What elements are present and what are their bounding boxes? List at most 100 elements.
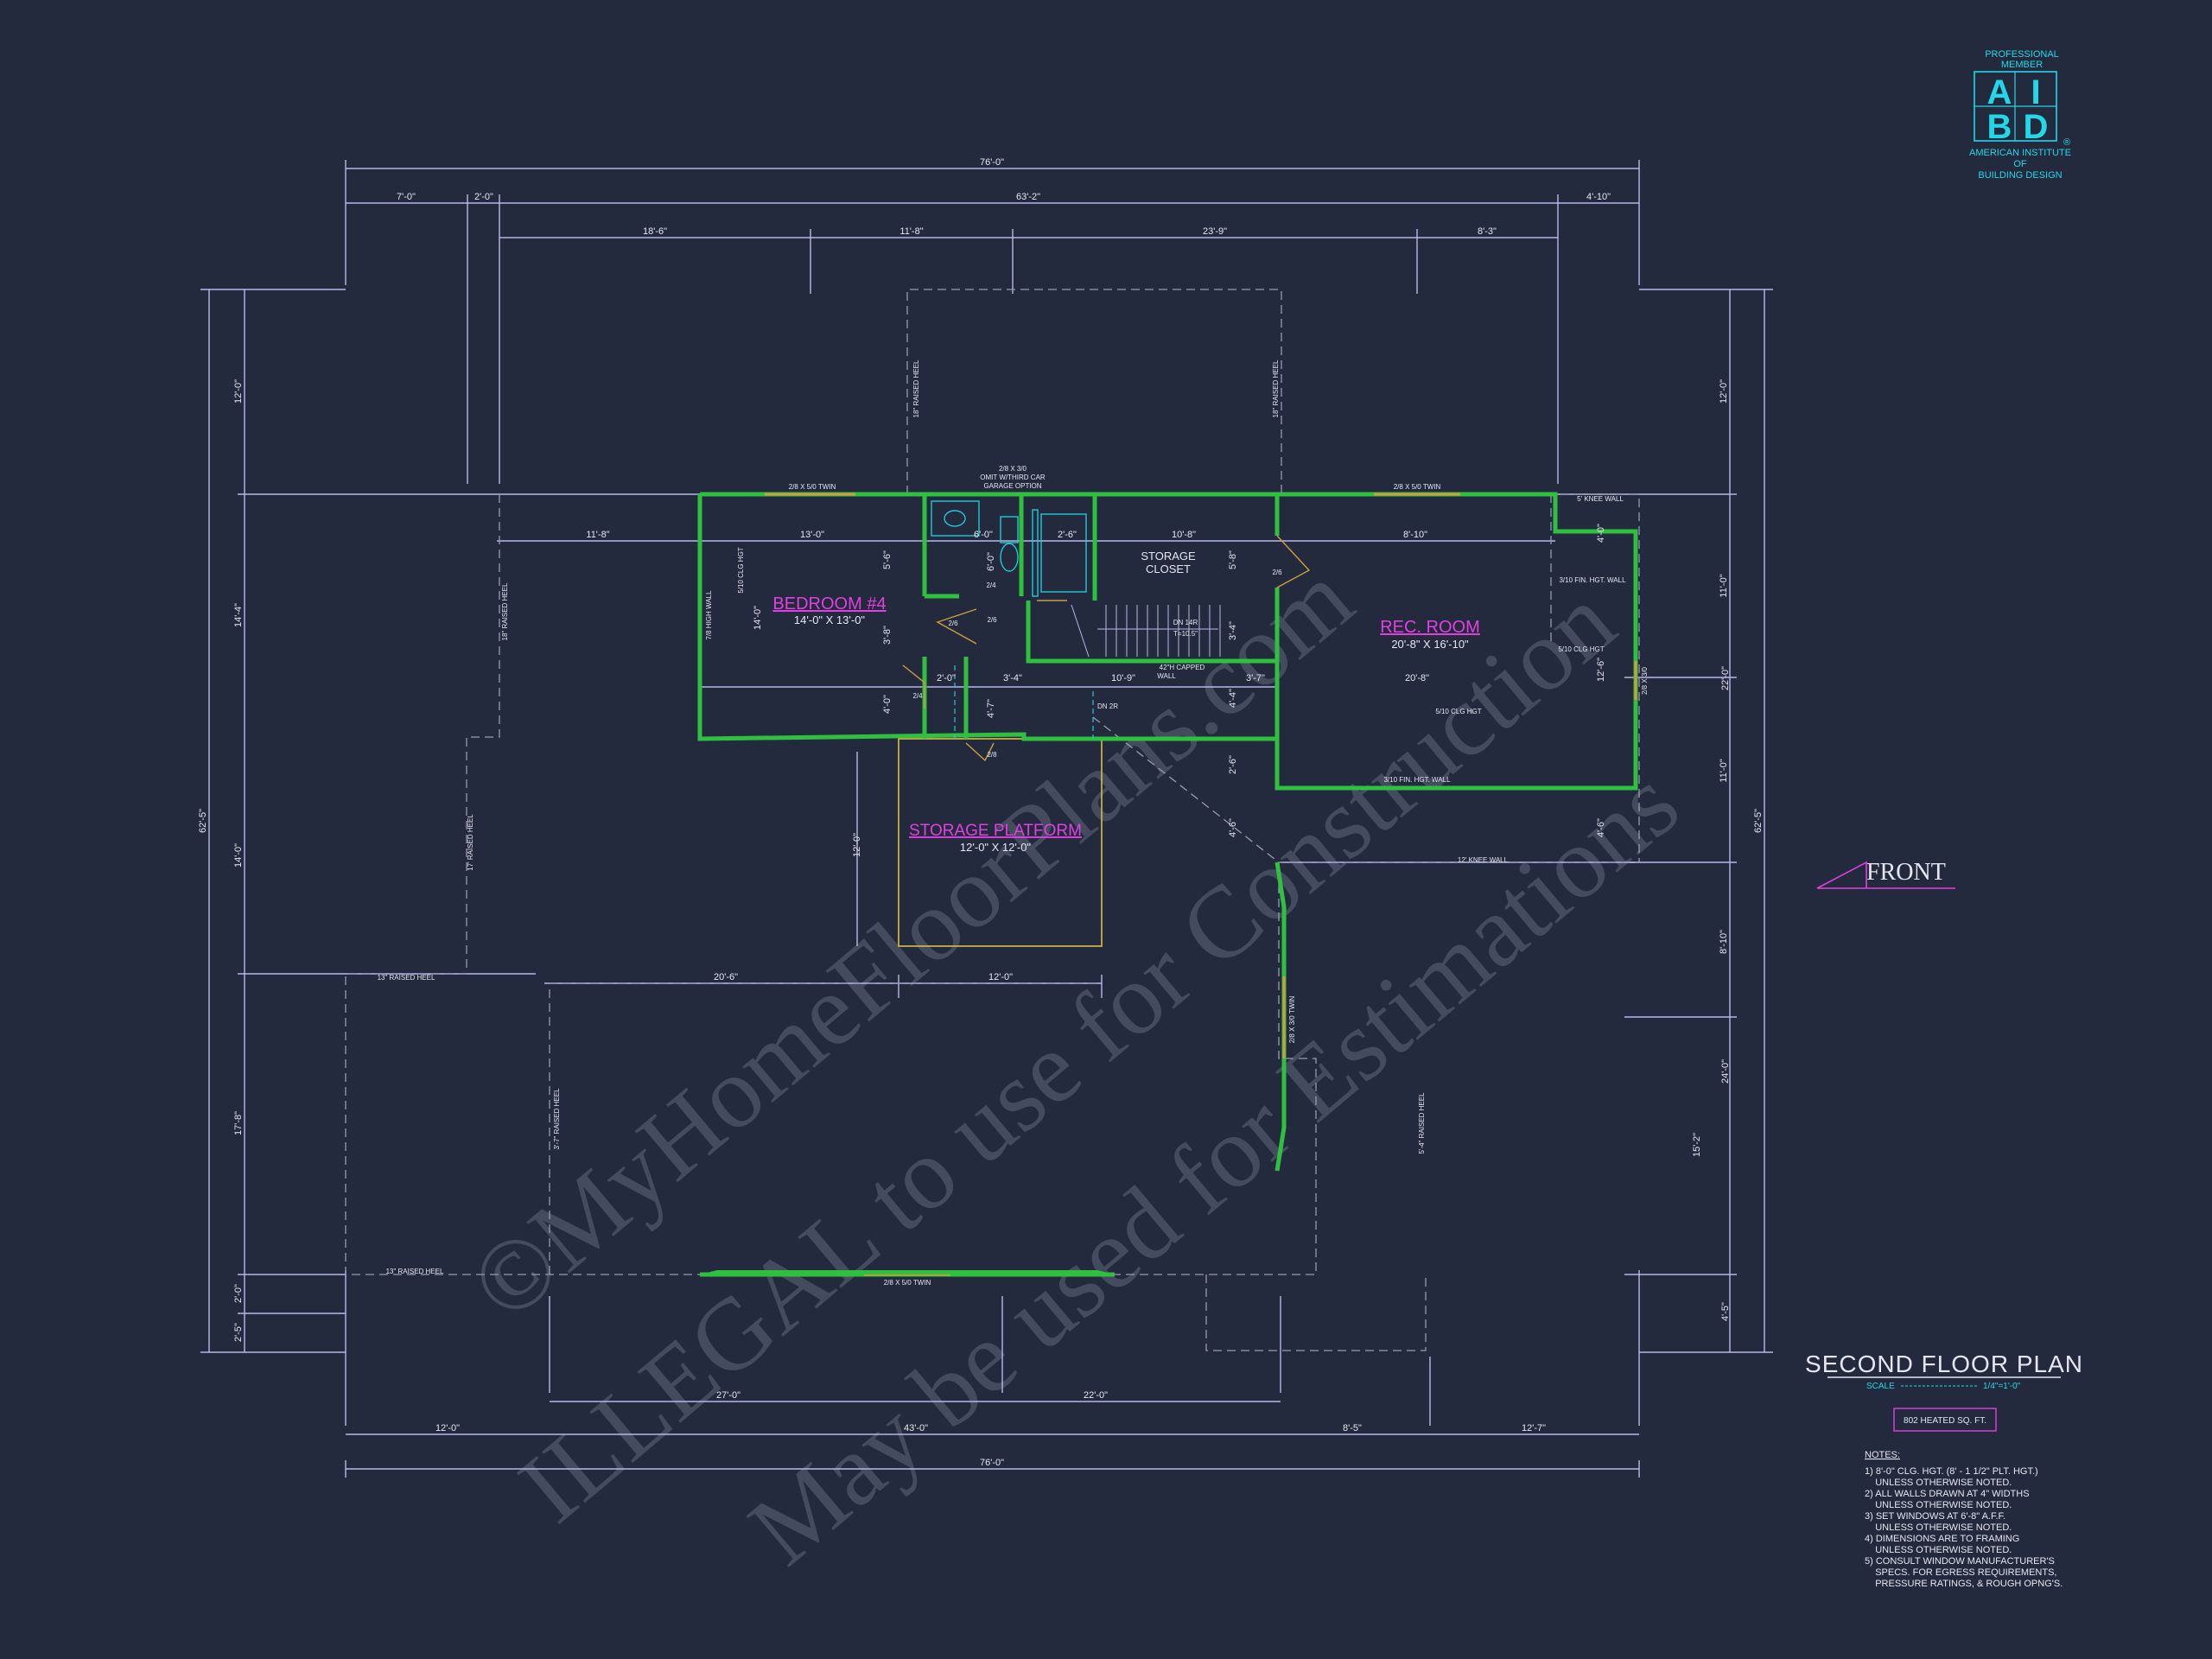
dim-left-f: 2'-5" [233,1323,244,1342]
door-swings [902,535,1311,762]
logo-letter-b: B [1987,108,2012,146]
scale-label: SCALE [1866,1382,1895,1391]
notes-line-10: SPECS. FOR EGRESS REQUIREMENTS, [1865,1567,2056,1578]
logo-letter-a: A [1987,73,2012,111]
raised-heel-vert: 3'-7" RAISED HEEL [553,1088,561,1150]
attic-lines [954,665,1094,739]
dim-inner-10-8: 10'-8" [1172,530,1196,540]
dim-right-f: 24'-0" [1720,1059,1731,1084]
notes-line-6: UNLESS OTHERWISE NOTED. [1865,1522,2012,1533]
capped-wall2: WALL [1157,672,1176,680]
dim-inner-3-4: 3'-4" [1003,673,1022,683]
storage-platform-name: STORAGE PLATFORM [909,822,1082,840]
notes-line-3: 2) ALL WALLS DRAWN AT 4" WIDTHS [1865,1489,2030,1499]
dim-top-g: 23'-9" [1203,226,1227,237]
notes-line-9: 5) CONSULT WINDOW MANUFACTURER'S [1865,1556,2055,1567]
dim-top-f: 11'-8" [899,226,923,237]
dim-top-d: 4'-10" [1586,192,1611,202]
sqft-box [1893,1408,1997,1432]
notes-line-5: 3) SET WINDOWS AT 6'-8" A.F.F. [1865,1511,2005,1522]
rec-room-size: 20'-8" X 16'-10" [1391,638,1469,651]
plan-title: SECOND FLOOR PLAN [1805,1351,2083,1377]
dim-right-overall: 62'-5" [1753,809,1764,833]
raised-heel-top1: 18" RAISED HEEL [912,359,920,417]
door-2-6a: 2/6 [948,620,958,627]
raised-heel-top2: 18" RAISED HEEL [1272,359,1280,417]
notes-line-1: 1) 8'-0" CLG. HGT. (8' - 1 1/2" PLT. HGT… [1865,1466,2038,1477]
bottom-wall-taper [700,1270,1115,1274]
scale-value: 1/4"=1'-0" [1983,1382,2021,1391]
dim-inner-14-0-v: 14'-0" [753,606,763,630]
aibd-logo: PROFESSIONAL MEMBER A I B D ® AMERICAN I… [1969,49,2071,181]
dn-2r: DN 2R [1097,702,1118,710]
logo-letter-d: D [2024,108,2049,146]
storage-platform-outline [898,738,1103,947]
dim-inner-3-7: 3'-7" [1246,673,1265,683]
dim-inner-10-9: 10'-9" [1111,673,1135,683]
storage-closet-line1: STORAGE [1141,550,1196,563]
dimension-texts: 76'-0" 7'-0" 2'-0" 63'-2" 4'-10" 18'-6" … [198,157,1764,1468]
dim-bottom-c: 12'-0" [435,1423,460,1433]
bedroom-size: 14'-0" X 13'-0" [794,613,866,626]
dim-top-overall: 76'-0" [980,157,1004,168]
dim-inner-12-0-v: 12'-0" [852,833,862,857]
riser: T=10.5" [1173,630,1198,638]
dim-inner-4-7: 4'-7" [986,699,996,718]
front-arrow-icon [1816,861,1867,889]
dim-right-a: 12'-0" [1719,379,1729,404]
notes-heading: NOTES: [1865,1450,1900,1460]
win-bottom: 2/8 X 5/0 TWIN [884,1279,931,1287]
dim-right-b: 11'-0" [1719,574,1729,597]
dim-right-h: 4'-5" [1720,1302,1731,1321]
room-labels: BEDROOM #4 14'-0" X 13'-0" REC. ROOM 20'… [772,550,1479,854]
title-block: SECOND FLOOR PLAN SCALE 1/4"=1'-0" 802 H… [1805,1351,2083,1432]
dim-right-e: 8'-10" [1719,930,1729,954]
sqft-text: 802 HEATED SQ. FT. [1904,1416,1986,1426]
dn-14r: DN 14R [1173,619,1198,626]
notes-line-8: UNLESS OTHERWISE NOTED. [1865,1545,2012,1555]
logo-bottom-line3: BUILDING DESIGN [1978,170,2062,181]
raised-heel-left: 18" RAISED HEEL [501,582,509,640]
knee-wall-12: 12' KNEE WALL [1458,856,1509,864]
dim-bottom-f: 12'-7" [1522,1423,1546,1433]
raised-heel-mid: 13" RAISED HEEL [378,974,435,982]
dim-inner-11-8: 11'-8" [586,530,609,540]
notes-line-4: UNLESS OTHERWISE NOTED. [1865,1500,2012,1510]
rec-room-name: REC. ROOM [1380,618,1480,637]
logo-bottom-line2: OF [2013,159,2027,169]
dim-bottom-e: 8'-5" [1343,1423,1362,1433]
win-right-low: 2/8 X 3/0 TWIN [1288,996,1296,1044]
notes: NOTES: 1) 8'-0" CLG. HGT. (8' - 1 1/2" P… [1865,1450,2063,1589]
logo-bottom-line1: AMERICAN INSTITUTE [1969,148,2071,158]
dim-right-c: 22'-0" [1720,666,1731,690]
roof-outline-dashed [345,289,1640,1351]
dim-inner-12-6r: 12'-6" [1596,658,1606,682]
notes-line-11: PRESSURE RATINGS, & ROUGH OPNG'S. [1865,1579,2063,1589]
dim-left-c: 14'-0" [233,843,244,868]
dim-left-d: 17'-8" [233,1111,244,1135]
dim-bottom-overall: 76'-0" [980,1458,1004,1468]
small-annotations: 2/8 X 5/0 TWIN 2/8 X 5/0 TWIN 2/8 X 3/0 … [378,359,1649,1287]
storage-platform-size: 12'-0" X 12'-0" [960,841,1032,854]
dim-left-b: 14'-4" [233,603,244,627]
fin-hgt-wall2: 3/10 FIN. HGT. WALL [1383,776,1451,784]
dim-inner-6-0: 6'-0" [974,530,993,540]
dim-inner-8-10: 8'-10" [1403,530,1427,540]
door-2-4b: 2/4 [912,692,923,700]
clg-hgt: 5/10 CLG HGT [1558,645,1604,653]
win-top-mid1: 2/8 X 3/0 [999,465,1027,473]
dim-inner-12-0-h: 12'-0" [988,972,1013,982]
win-top-mid2: OMIT W/THIRD CAR [980,474,1046,481]
dim-right-g: 15'-2" [1692,1133,1702,1157]
clg-hgt2: 5/10 CLG HGT [1435,708,1481,715]
dim-inner-2-0: 2'-0" [937,673,956,683]
dim-bottom-d: 43'-0" [904,1423,928,1433]
raised-heel-right: 5'-4" RAISED HEEL [1418,1092,1426,1154]
dim-top-e: 18'-6" [643,226,667,237]
front-indicator: FRONT [1816,859,1955,889]
dim-inner-13-0: 13'-0" [800,530,824,540]
win-top-mid3: GARAGE OPTION [983,482,1041,490]
dimension-lines [200,160,1773,1478]
